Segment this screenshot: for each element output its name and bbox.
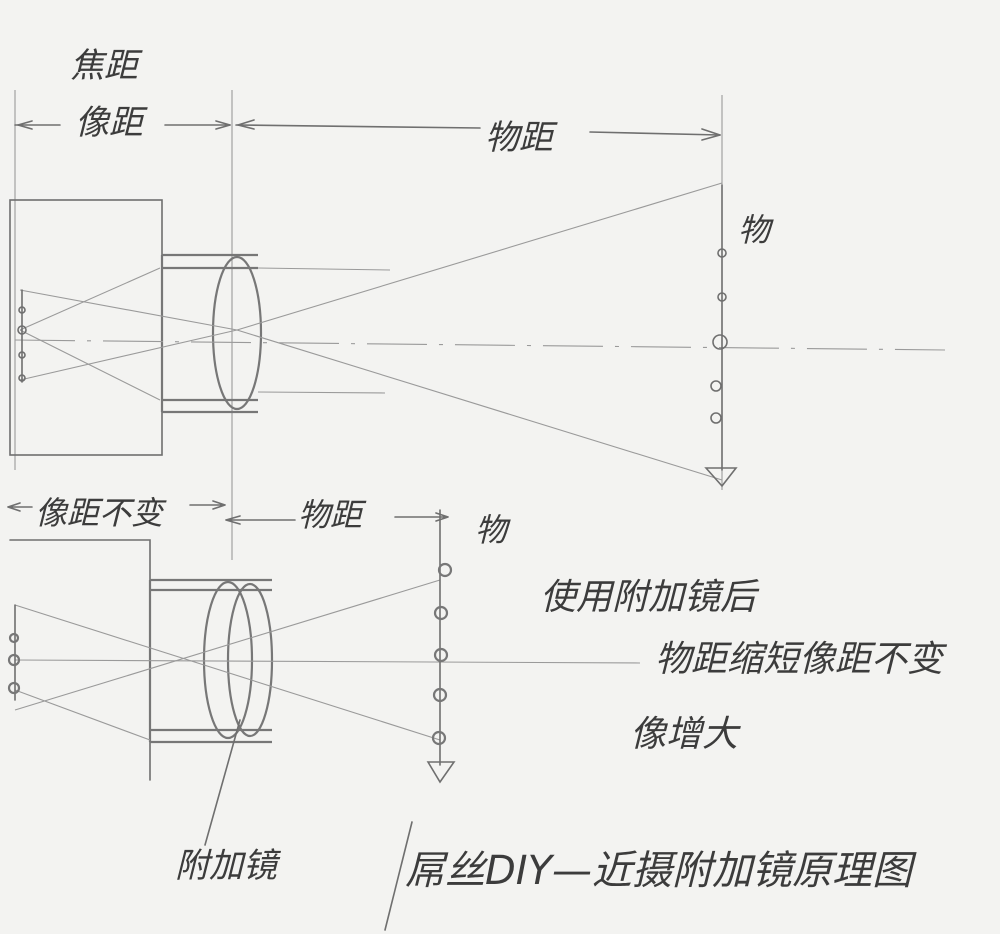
object-distance-label-2: 物距 <box>298 496 363 534</box>
object-arrow <box>704 184 738 488</box>
object-distance-label: 物距 <box>485 118 553 158</box>
image-arrow-2 <box>7 604 21 701</box>
top-diagram <box>9 90 946 560</box>
addon-lens-leader <box>204 719 241 846</box>
image-distance-unchanged-label: 像距不变 <box>35 494 164 532</box>
camera-body <box>9 199 163 456</box>
addon-lens <box>226 582 274 738</box>
main-lens <box>211 255 263 411</box>
focal-length-label: 焦距 <box>70 46 138 86</box>
bottom-diagram <box>7 500 641 931</box>
note-line-1: 使用附加镜后 <box>540 577 757 618</box>
note-line-3: 像增大 <box>630 714 739 755</box>
object-distance-arrow <box>235 124 481 129</box>
optical-axis <box>14 339 946 351</box>
note-line-2: 物距缩短像距不变 <box>655 639 944 680</box>
lens-barrel <box>160 253 258 414</box>
lens-barrel-2 <box>148 578 272 744</box>
main-lens-2 <box>202 580 254 740</box>
object-label-2: 物 <box>475 511 508 549</box>
object-label: 物 <box>738 211 771 249</box>
diagram-title: 屌丝DIY—近摄附加镜原理图 <box>405 848 913 894</box>
image-distance-label: 像距 <box>75 103 143 143</box>
image-arrow <box>17 289 27 383</box>
optical-axis-2 <box>14 659 641 664</box>
object-arrow-2 <box>426 509 456 784</box>
addon-lens-label: 附加镜 <box>175 846 277 886</box>
